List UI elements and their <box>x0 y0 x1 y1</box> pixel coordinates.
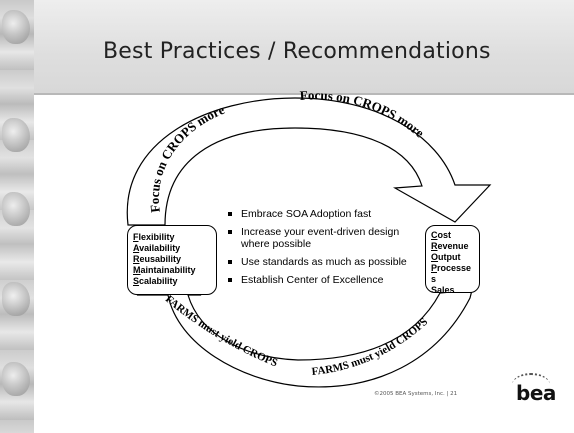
box-row: Cost <box>431 230 451 240</box>
footer-copyright: ©2005 BEA Systems, Inc. | 21 <box>374 391 458 397</box>
box-row: Output <box>431 252 461 262</box>
title-bar <box>34 0 574 93</box>
bea-logo: bea <box>516 381 556 405</box>
recommendation-list: Embrace SOA Adoption fast Increase your … <box>228 208 423 292</box>
box-row: Processe <box>431 263 472 273</box>
box-row: Scalability <box>133 276 178 286</box>
bullet-item: Increase your event-driven design where … <box>228 226 423 250</box>
slide-title: Best Practices / Recommendations <box>103 39 491 64</box>
box-row: Flexibility <box>133 232 175 242</box>
box-row: Revenue <box>431 241 469 251</box>
bullet-item: Embrace SOA Adoption fast <box>228 208 423 220</box>
decorative-photo-strip <box>0 0 34 433</box>
box-row: Reusability <box>133 254 182 264</box>
box-row: Maintainability <box>133 265 196 275</box>
box-row: s <box>431 274 437 284</box>
box-row: Availability <box>133 243 181 253</box>
box-row: Sales <box>431 285 455 293</box>
bullet-item: Use standards as much as possible <box>228 256 423 268</box>
top-cycle-arrow <box>126 97 492 226</box>
bottom-cycle-arrow <box>136 261 473 388</box>
bullet-item: Establish Center of Excellence <box>228 274 423 286</box>
logo-dots <box>512 373 550 397</box>
title-divider <box>34 93 574 95</box>
